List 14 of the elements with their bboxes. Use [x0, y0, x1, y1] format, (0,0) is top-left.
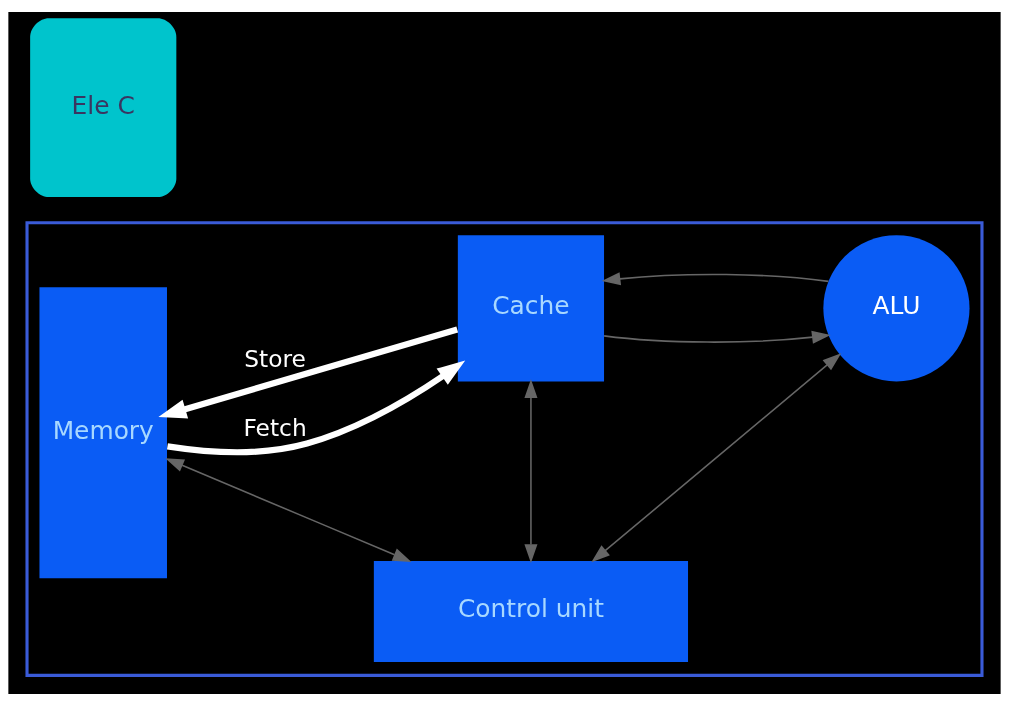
node-box: Ele C [30, 17, 177, 197]
edge-label: Fetch [243, 413, 307, 441]
arrow [601, 271, 830, 285]
arrow [524, 378, 538, 563]
arrow [158, 325, 459, 419]
arrow [603, 330, 831, 344]
cluster [25, 220, 984, 677]
node-box: Memory [39, 286, 167, 578]
node-box: Control unit [373, 560, 689, 662]
arrow [165, 457, 412, 562]
arrow [591, 352, 842, 562]
edge-label: Store [244, 344, 306, 372]
arrow [166, 360, 466, 455]
node-box: Cache [457, 234, 605, 381]
